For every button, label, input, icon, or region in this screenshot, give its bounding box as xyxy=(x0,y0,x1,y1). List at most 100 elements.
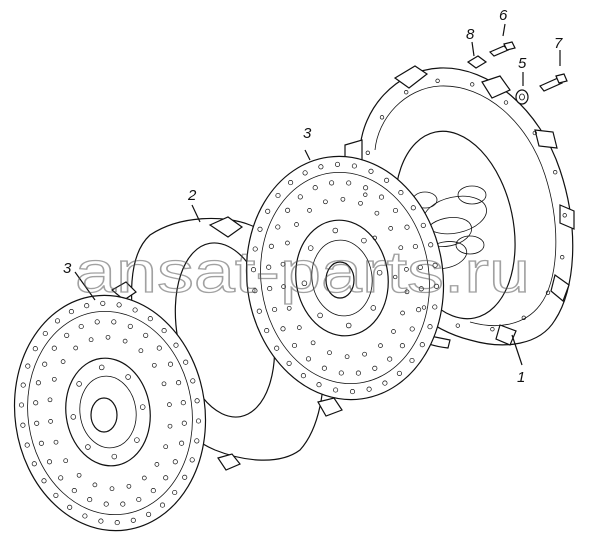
perforation-hole xyxy=(141,475,147,481)
perforation-hole xyxy=(372,235,377,240)
perforation-hole xyxy=(32,346,38,352)
perforation-hole xyxy=(130,517,136,523)
perforation-hole xyxy=(105,334,111,340)
perforation-hole xyxy=(194,398,200,404)
perforation-hole xyxy=(98,518,104,524)
perforation-hole xyxy=(41,478,47,484)
perforation-hole xyxy=(427,324,433,330)
perforation-hole xyxy=(332,227,339,234)
perforation-hole xyxy=(252,246,258,252)
perforation-hole xyxy=(338,370,344,376)
perforation-hole xyxy=(136,496,142,503)
perforation-hole xyxy=(24,442,30,448)
perforation-hole xyxy=(71,488,77,494)
disc-perforations xyxy=(18,78,567,526)
driven-disc-front xyxy=(13,271,207,532)
perforation-hole xyxy=(435,78,440,83)
perforation-hole xyxy=(553,170,558,175)
perforation-hole xyxy=(156,345,162,351)
perforation-hole xyxy=(310,340,316,346)
perforation-hole xyxy=(143,332,149,338)
perforation-hole xyxy=(146,511,152,517)
perforation-hole xyxy=(409,357,415,364)
perforation-hole xyxy=(307,245,314,251)
perforation-hole xyxy=(64,332,70,338)
perforation-hole xyxy=(296,325,302,330)
perforation-hole xyxy=(100,300,106,306)
perforation-hole xyxy=(388,226,394,231)
perforation-hole xyxy=(363,185,369,191)
perforation-hole xyxy=(368,168,374,174)
perforation-hole xyxy=(455,323,460,328)
perforation-hole xyxy=(286,360,292,366)
perforation-hole xyxy=(250,267,257,273)
perforation-hole xyxy=(318,164,324,170)
callout-8: 8 xyxy=(466,26,475,43)
perforation-hole xyxy=(139,404,146,410)
perforation-hole xyxy=(398,190,404,196)
callout-6: 6 xyxy=(499,7,508,24)
perforation-hole xyxy=(317,312,323,319)
perforation-hole xyxy=(127,323,133,329)
perforation-hole xyxy=(266,264,272,270)
perforation-hole xyxy=(176,380,182,386)
perforation-hole xyxy=(116,302,122,308)
perforation-hole xyxy=(53,439,59,445)
perforation-hole xyxy=(349,389,356,395)
perforation-hole xyxy=(333,387,339,393)
callout-5: 5 xyxy=(518,55,527,72)
perforation-hole xyxy=(42,330,48,337)
perforation-hole xyxy=(180,400,186,406)
perforation-hole xyxy=(398,245,404,251)
perforation-hole xyxy=(417,264,423,270)
perforation-hole xyxy=(125,374,131,380)
perforation-hole xyxy=(183,359,189,365)
perforation-hole xyxy=(396,370,402,376)
perforation-hole xyxy=(189,457,195,463)
perforation-hole xyxy=(114,520,120,526)
perforation-hole xyxy=(378,343,383,348)
perforation-hole xyxy=(404,224,410,230)
perforation-hole xyxy=(76,381,82,387)
perforation-hole xyxy=(410,205,416,211)
callout-2: 2 xyxy=(187,187,197,204)
perforation-hole xyxy=(420,222,426,228)
perforation-hole xyxy=(404,267,409,272)
perforation-hole xyxy=(470,82,475,87)
perforation-hole xyxy=(103,501,109,507)
perforation-hole xyxy=(126,483,132,489)
nut-5 xyxy=(515,72,529,105)
perforation-hole xyxy=(98,364,105,371)
perforation-hole xyxy=(161,381,167,387)
perforation-hole xyxy=(92,482,98,488)
perforation-hole xyxy=(82,513,88,519)
perforation-hole xyxy=(545,290,551,295)
perforation-hole xyxy=(161,328,167,334)
perforation-hole xyxy=(120,501,126,507)
perforation-hole xyxy=(111,319,117,325)
perforation-hole xyxy=(267,286,273,292)
washer-8 xyxy=(466,41,488,69)
perforation-hole xyxy=(167,361,174,367)
perforation-hole xyxy=(379,115,385,120)
perforation-hole xyxy=(316,382,322,388)
perforation-hole xyxy=(20,422,26,428)
perforation-hole xyxy=(432,262,438,268)
perforation-hole xyxy=(384,177,390,183)
perforation-hole xyxy=(151,362,157,368)
perforation-hole xyxy=(78,323,84,330)
perforation-hole xyxy=(31,461,37,467)
perforation-hole xyxy=(35,380,41,386)
perforation-hole xyxy=(301,280,308,287)
perforation-hole xyxy=(307,208,312,213)
perforation-hole xyxy=(60,359,66,364)
perforation-hole xyxy=(372,365,378,371)
perforation-hole xyxy=(376,269,383,276)
perforation-hole xyxy=(416,307,422,313)
perforation-hole xyxy=(265,208,271,214)
perforation-hole xyxy=(344,354,350,360)
perforation-hole xyxy=(280,261,286,267)
perforation-hole xyxy=(374,210,380,216)
perforation-hole xyxy=(48,419,53,424)
